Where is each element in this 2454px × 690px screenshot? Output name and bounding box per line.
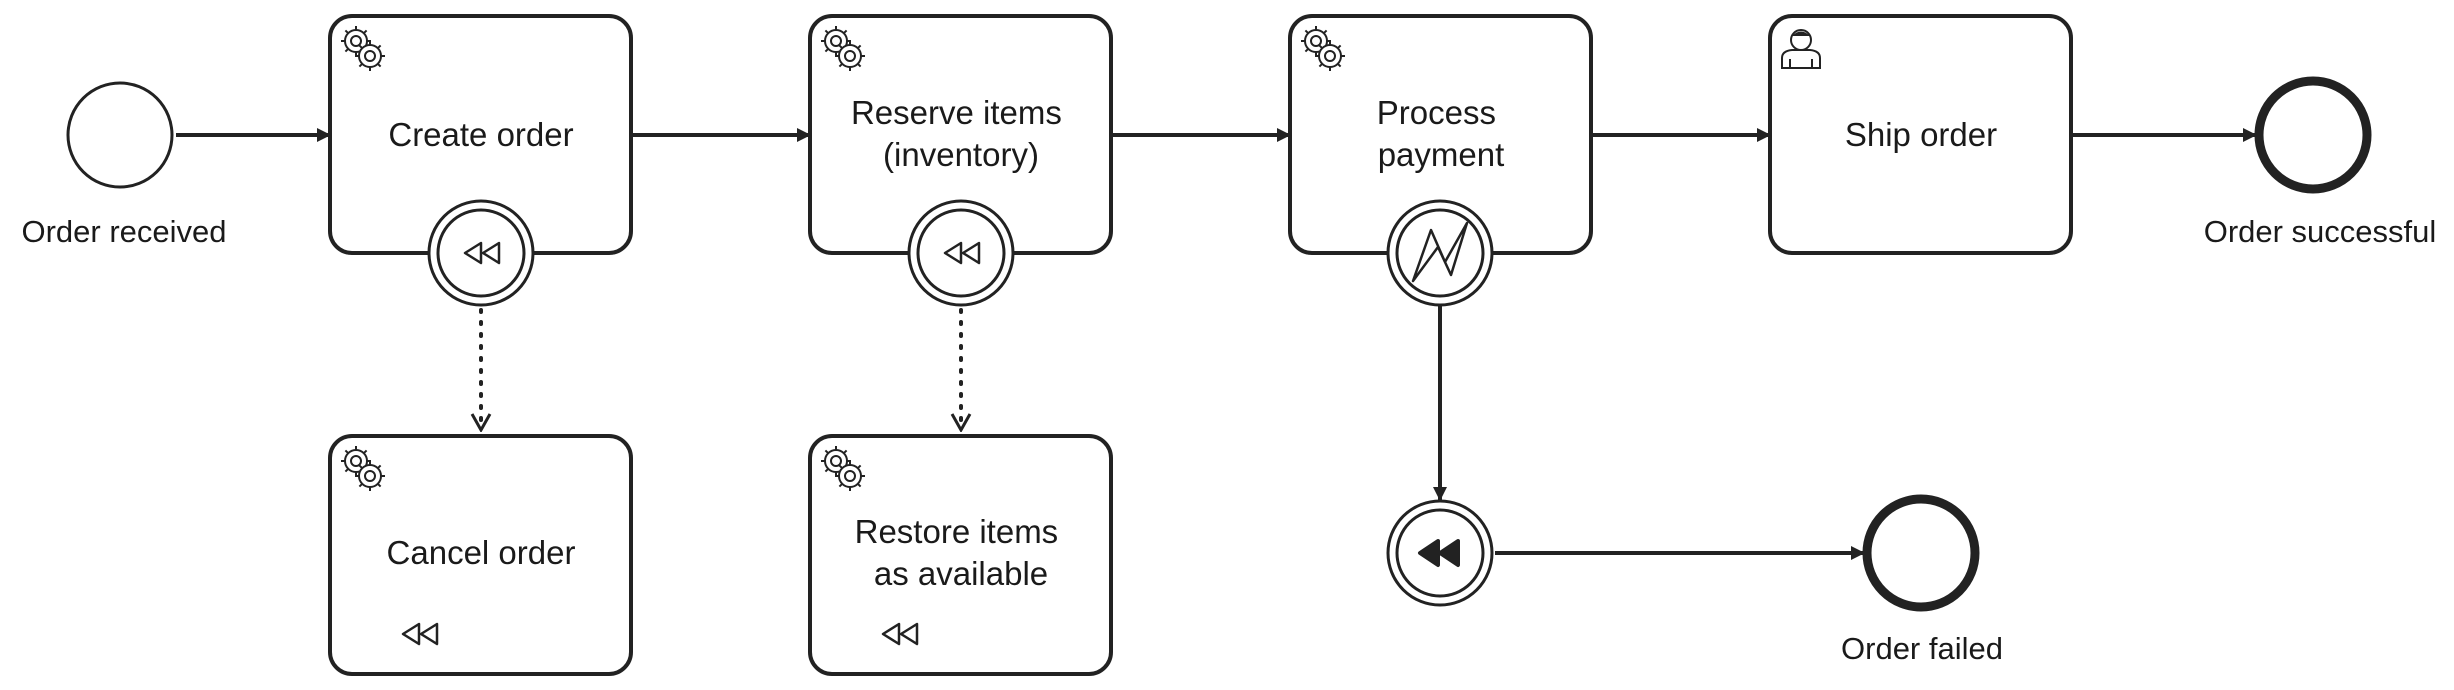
task-label-create-order: Create order [388, 116, 573, 153]
task-label-cancel-order: Cancel order [387, 534, 576, 571]
task-restore-items[interactable]: Restore items as available [808, 434, 1113, 676]
event-label-order-successful: Order successful [2204, 214, 2437, 249]
intermediate-event-compensation-throw[interactable] [1386, 499, 1494, 607]
task-cancel-order[interactable]: Cancel order [328, 434, 633, 676]
task-label-process-payment: Process payment [1377, 94, 1505, 173]
error-icon [1411, 221, 1469, 283]
task-reserve-items[interactable]: Reserve items (inventory) [808, 14, 1113, 255]
end-event-order-failed[interactable] [1862, 494, 1980, 612]
boundary-event-error-payment[interactable] [1386, 199, 1494, 307]
task-label-reserve-items: Reserve items (inventory) [851, 94, 1071, 173]
boundary-event-compensation-create[interactable] [427, 199, 535, 307]
start-event-order-received[interactable] [66, 81, 174, 189]
task-label-restore-items: Restore items as available [855, 513, 1068, 592]
event-label-order-failed: Order failed [1841, 631, 2003, 666]
event-label-order-received: Order received [21, 214, 226, 249]
compensation-associations [481, 308, 961, 432]
task-ship-order[interactable]: Ship order [1768, 14, 2073, 255]
compensation-filled-icon [1418, 539, 1460, 567]
task-label-ship-order: Ship order [1845, 116, 1997, 153]
end-event-order-successful[interactable] [2254, 76, 2372, 194]
sequence-flows [176, 128, 2257, 560]
boundary-event-compensation-reserve[interactable] [907, 199, 1015, 307]
